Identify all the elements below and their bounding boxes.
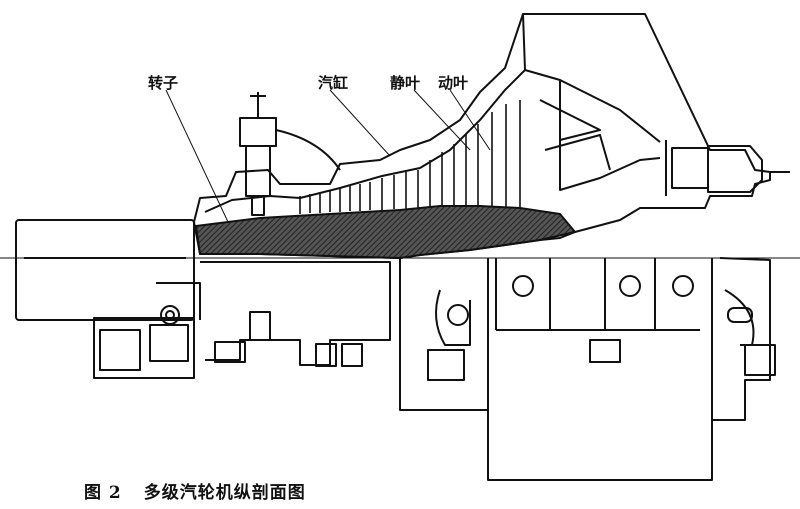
front-pedestal <box>200 261 391 367</box>
right-coupling <box>665 140 790 196</box>
rotor-body <box>195 205 576 259</box>
blade-stages <box>299 100 521 214</box>
exhaust-casing <box>399 257 776 481</box>
caption-number: 图 2 <box>84 483 122 503</box>
label-casing: 汽缸 <box>318 74 349 92</box>
figure-caption: 图 2 多级汽轮机纵剖面图 <box>84 478 328 503</box>
label-rotor-blade: 动叶 <box>438 74 469 92</box>
steam-valve <box>239 92 341 216</box>
label-stator-blade: 静叶 <box>390 74 421 92</box>
left-bearing-housing <box>15 219 201 379</box>
label-rotor: 转子 <box>148 74 179 92</box>
leader-lines <box>165 89 491 223</box>
caption-title: 多级汽轮机纵剖面图 <box>143 483 306 503</box>
